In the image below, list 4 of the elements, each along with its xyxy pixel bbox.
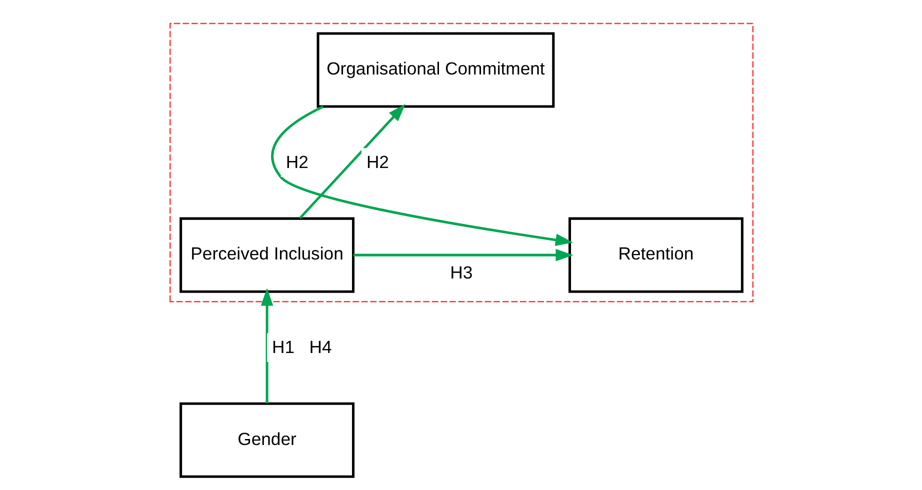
edge-label: H2 [285, 152, 308, 172]
edge-label: H1 H4 [272, 336, 332, 357]
edge-label: H3 [450, 262, 472, 283]
edge-label: H2 [366, 152, 388, 172]
